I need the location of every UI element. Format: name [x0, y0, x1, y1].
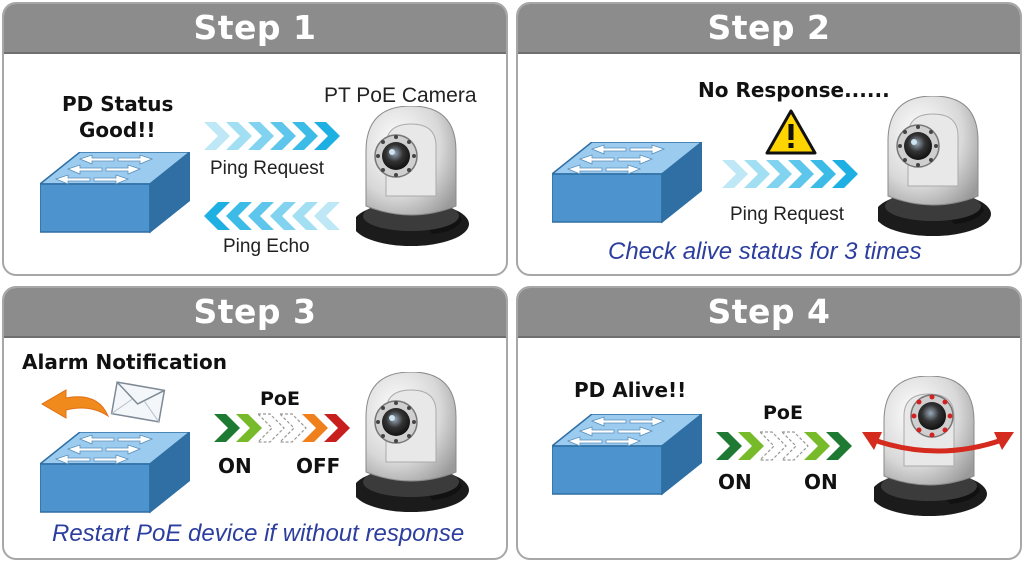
step2-title: Step 2 — [707, 8, 831, 47]
pt-poe-camera-icon — [878, 96, 992, 237]
ping-echo-label: Ping Echo — [223, 236, 310, 257]
pd-status-line1: PD Status — [62, 92, 174, 116]
step2-header: Step 2 — [518, 4, 1020, 54]
alarm-notification-label: Alarm Notification — [22, 350, 227, 374]
network-switch-icon — [552, 414, 702, 495]
warning-icon — [765, 109, 817, 155]
step4-header: Step 4 — [518, 288, 1020, 338]
camera-label: PT PoE Camera — [324, 84, 477, 107]
ping-request-label: Ping Request — [210, 158, 325, 179]
ping-request-arrow-icon — [722, 160, 858, 188]
step1-title: Step 1 — [193, 8, 317, 47]
ping-request-label: Ping Request — [730, 204, 845, 225]
step3-header: Step 3 — [4, 288, 506, 338]
on-label-left: ON — [718, 470, 752, 494]
ping-echo-arrow-icon — [204, 202, 340, 230]
step1-panel: Step 1 PD Status Good!! PT PoE Camera Pi… — [2, 2, 508, 276]
network-switch-icon — [552, 142, 702, 223]
poe-label: PoE — [260, 388, 300, 410]
pd-alive-label: PD Alive!! — [574, 378, 687, 402]
pd-status-line2: Good!! — [79, 118, 156, 142]
pt-poe-camera-icon — [356, 106, 470, 247]
step4-title: Step 4 — [707, 292, 831, 331]
on-label: ON — [218, 454, 252, 478]
network-switch-icon — [40, 432, 190, 513]
step2-panel: Step 2 No Response...... Ping Request Ch… — [516, 2, 1022, 276]
step3-title: Step 3 — [193, 292, 317, 331]
step4-panel: Step 4 PD Alive!! PoE ON ON — [516, 286, 1022, 560]
step3-panel: Step 3 Alarm Notification PoE ON OFF Res… — [2, 286, 508, 560]
restart-poe-note: Restart PoE device if without response — [52, 520, 465, 547]
check-alive-note: Check alive status for 3 times — [608, 238, 922, 265]
no-response-label: No Response...... — [698, 78, 890, 102]
rotation-arrow-icon — [862, 432, 1014, 454]
pt-poe-camera-icon — [356, 372, 470, 513]
envelope-icon — [110, 381, 166, 423]
poe-on-arrow-icon — [716, 431, 852, 461]
ping-request-arrow-icon — [204, 122, 340, 150]
on-label-right: ON — [804, 470, 838, 494]
off-label: OFF — [296, 454, 341, 478]
orange-arrow-icon — [41, 389, 110, 419]
network-switch-icon — [40, 152, 190, 233]
step1-header: Step 1 — [4, 4, 506, 54]
poe-restart-arrow-icon — [214, 413, 350, 443]
poe-label: PoE — [763, 402, 803, 424]
